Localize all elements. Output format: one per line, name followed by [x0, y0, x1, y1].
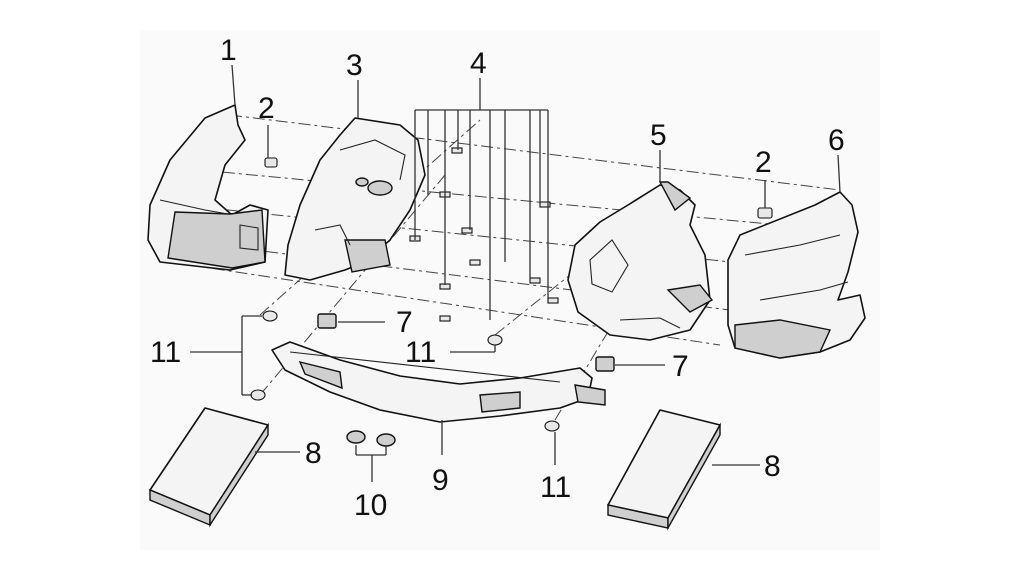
callout-11-left: 11 — [150, 336, 181, 369]
part-5-right-inner-panel — [567, 181, 714, 341]
part-9-lower-bracket — [271, 341, 606, 423]
hardware-clips — [317, 313, 615, 447]
callout-10: 10 — [354, 489, 387, 522]
callout-7-right: 7 — [672, 350, 689, 383]
callout-4: 4 — [470, 47, 487, 80]
callout-7-left: 7 — [396, 306, 413, 339]
part-3-left-inner-panel — [284, 117, 426, 281]
callout-3: 3 — [346, 49, 363, 82]
hardware-screws — [250, 147, 773, 432]
part-8-foam-block-right — [607, 409, 721, 531]
part-1-left-cover — [147, 104, 269, 271]
part-8-foam-block-left — [149, 407, 269, 528]
callout-6: 6 — [828, 124, 845, 157]
callout-5: 5 — [650, 119, 667, 152]
part-6-right-cover — [727, 191, 866, 359]
callout-1: 1 — [220, 34, 237, 67]
callout-11-middle: 11 — [405, 336, 436, 369]
callout-2-right: 2 — [755, 146, 772, 179]
leader-lines — [190, 64, 841, 482]
callout-11-bottom: 11 — [540, 471, 571, 504]
callout-labels: 1 2 3 4 5 2 6 7 11 11 7 8 8 9 10 11 — [150, 34, 845, 522]
callout-8-right: 8 — [764, 450, 781, 483]
callout-8-left: 8 — [305, 437, 322, 470]
callout-2-left: 2 — [258, 92, 275, 125]
callout-9: 9 — [432, 464, 449, 497]
